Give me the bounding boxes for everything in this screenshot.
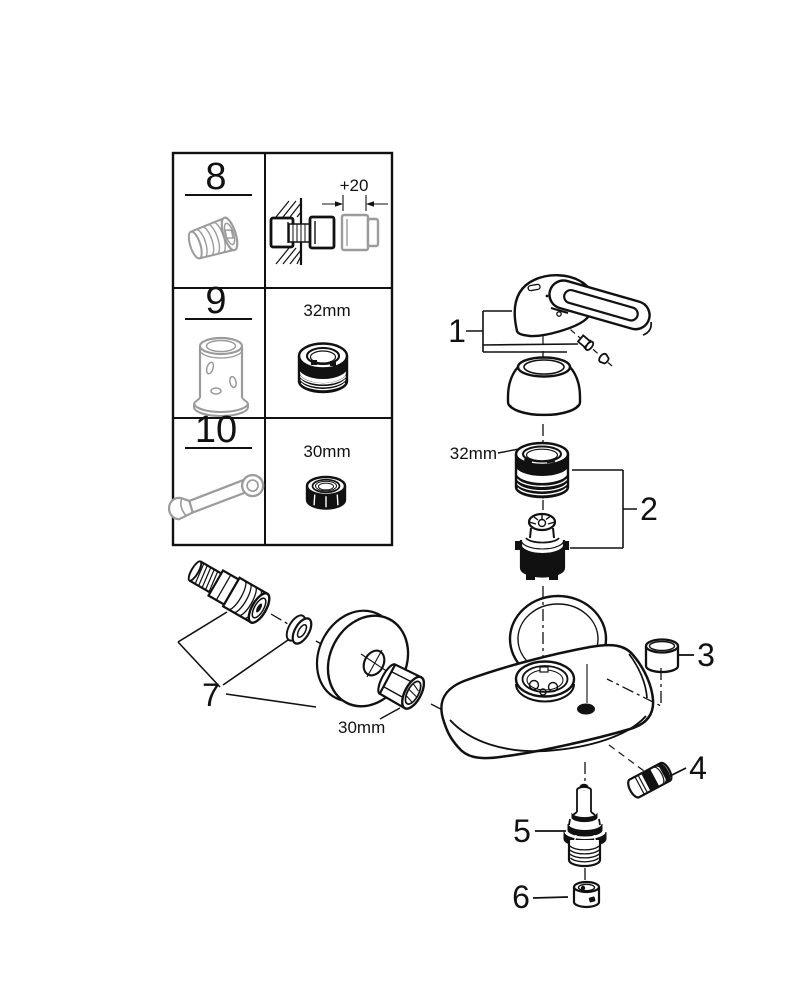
diverter-cartridge: 5 <box>513 783 607 868</box>
seal-washer <box>285 614 313 645</box>
label-30mm: 30mm <box>338 707 401 737</box>
part-number-9: 9 <box>205 280 226 322</box>
exploded-assembly: 1 32mm <box>177 274 715 915</box>
spare-parts-table: 8 <box>167 151 394 547</box>
handle-screw-cap <box>598 352 610 365</box>
faucet-body <box>440 594 655 760</box>
label-32mm: 32mm <box>450 444 520 463</box>
cartridge <box>515 512 569 580</box>
svg-text:30mm: 30mm <box>338 718 385 737</box>
cartridge-tab <box>549 574 558 580</box>
callout-6: 6 <box>512 879 530 915</box>
dimension-arrow-left <box>366 201 374 207</box>
alignment-axes-front <box>542 586 662 882</box>
screw-hole <box>556 311 562 317</box>
svg-text:32mm: 32mm <box>450 444 497 463</box>
cartridge-tab <box>526 574 535 580</box>
handle-loop <box>548 279 651 331</box>
threaded-nipple <box>288 223 311 243</box>
wall-hatch-top <box>275 200 302 218</box>
table-row-10: 10 30mm <box>167 409 351 521</box>
handle-dome-cap <box>506 356 582 417</box>
extension-piece <box>340 213 370 252</box>
nut-notch <box>330 361 336 366</box>
extension-cap <box>366 217 380 248</box>
svg-text:+20: +20 <box>340 176 369 195</box>
check-valve: 6 <box>512 879 601 915</box>
outlet-plug: 4 <box>627 750 707 799</box>
wall-hatch-bottom <box>275 247 302 265</box>
callout-5: 5 <box>513 813 531 849</box>
dimension-arrow-right <box>335 201 343 207</box>
dome-dot <box>545 294 549 298</box>
cartridge-ear <box>563 541 569 550</box>
part-number-10: 10 <box>195 409 237 451</box>
cartridge-socket-icon <box>193 336 249 417</box>
callout-1: 1 <box>448 313 466 349</box>
callout-1-bracket: 1 <box>448 310 579 353</box>
cartridge-ring-nut: 32mm <box>450 441 570 501</box>
cartridge-ear <box>515 541 521 550</box>
table-row-8: 8 <box>185 156 388 265</box>
callout-2-bracket: 2 <box>570 469 658 549</box>
hole-cross-lines <box>360 649 389 678</box>
fitting-body <box>308 215 336 250</box>
svg-text:30mm: 30mm <box>303 442 350 461</box>
threaded-extension-icon <box>187 216 239 260</box>
s-union <box>187 560 271 624</box>
table-row-9: 9 32mm <box>185 280 351 417</box>
nut-notch <box>523 458 533 466</box>
cartridge-seat <box>514 660 576 703</box>
plug-cap: 3 <box>644 637 715 674</box>
callout-2: 2 <box>640 491 658 527</box>
union-hex-nut-icon: 30mm <box>303 442 351 510</box>
callout-3: 3 <box>697 637 715 673</box>
cartridge-ring-nut-icon: 32mm <box>297 301 351 394</box>
open-end-wrench-icon <box>167 473 265 521</box>
part-number-8: 8 <box>205 156 226 198</box>
dome-dot <box>581 281 585 285</box>
callout-7-leaders: 7 <box>177 611 317 713</box>
union-nut-30mm: 30mm <box>338 663 426 737</box>
callout-4: 4 <box>689 750 707 786</box>
valve-notch <box>588 896 596 903</box>
dimension-plus-20: +20 <box>322 176 388 211</box>
callout-7: 7 <box>202 677 220 713</box>
handle-screw <box>576 334 595 351</box>
handle-logo-mark <box>527 283 541 292</box>
lever-handle <box>513 274 653 338</box>
wall-mounting-depth-diagram: +20 <box>269 176 388 265</box>
plug-hole <box>577 703 595 715</box>
nut-notch <box>311 360 317 365</box>
svg-text:32mm: 32mm <box>303 301 350 320</box>
